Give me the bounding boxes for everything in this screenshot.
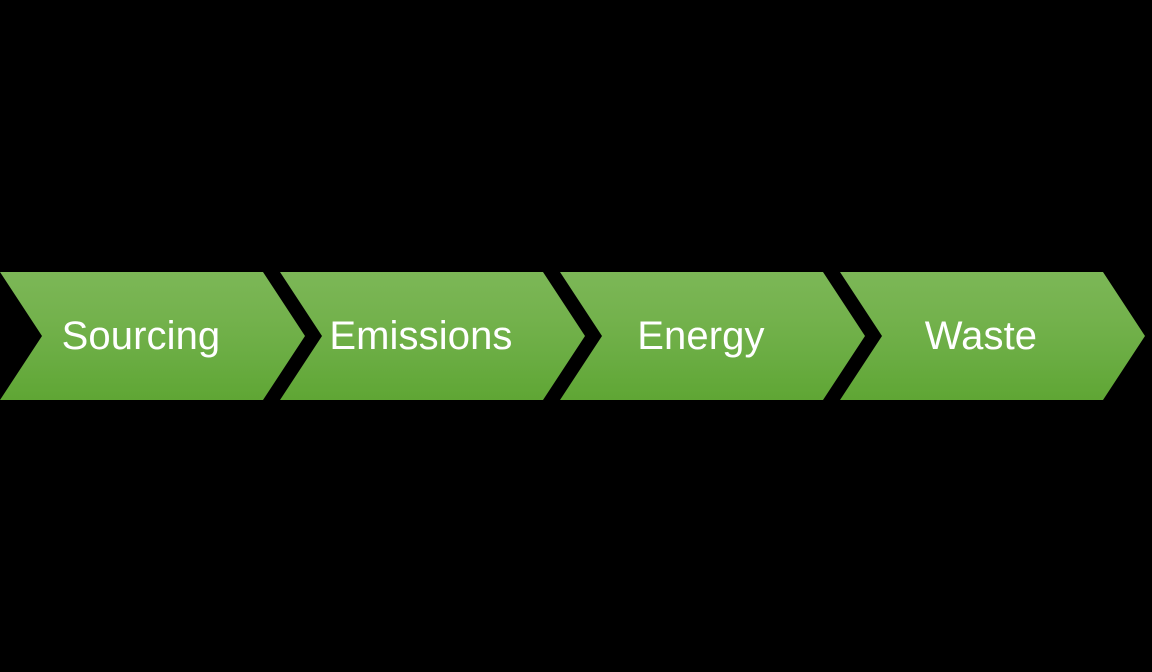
chevron-process-flow: Sourcing Emissions Energy Waste — [0, 272, 1152, 400]
chevron-shape-icon — [840, 272, 1145, 400]
chevron-step-label: Sourcing — [61, 314, 221, 358]
chevron-step-2[interactable]: Emissions — [280, 272, 585, 400]
chevron-shape-icon — [280, 272, 585, 400]
chevron-step-4[interactable]: Waste — [840, 272, 1145, 400]
chevron-step-label: Emissions — [329, 314, 513, 358]
chevron-step-1[interactable]: Sourcing — [0, 272, 305, 400]
chevron-step-label: Waste — [924, 314, 1038, 358]
chevron-step-3[interactable]: Energy — [560, 272, 865, 400]
chevron-shape-icon — [0, 272, 305, 400]
chevron-step-label: Energy — [637, 314, 765, 358]
chevron-shape-icon — [560, 272, 865, 400]
